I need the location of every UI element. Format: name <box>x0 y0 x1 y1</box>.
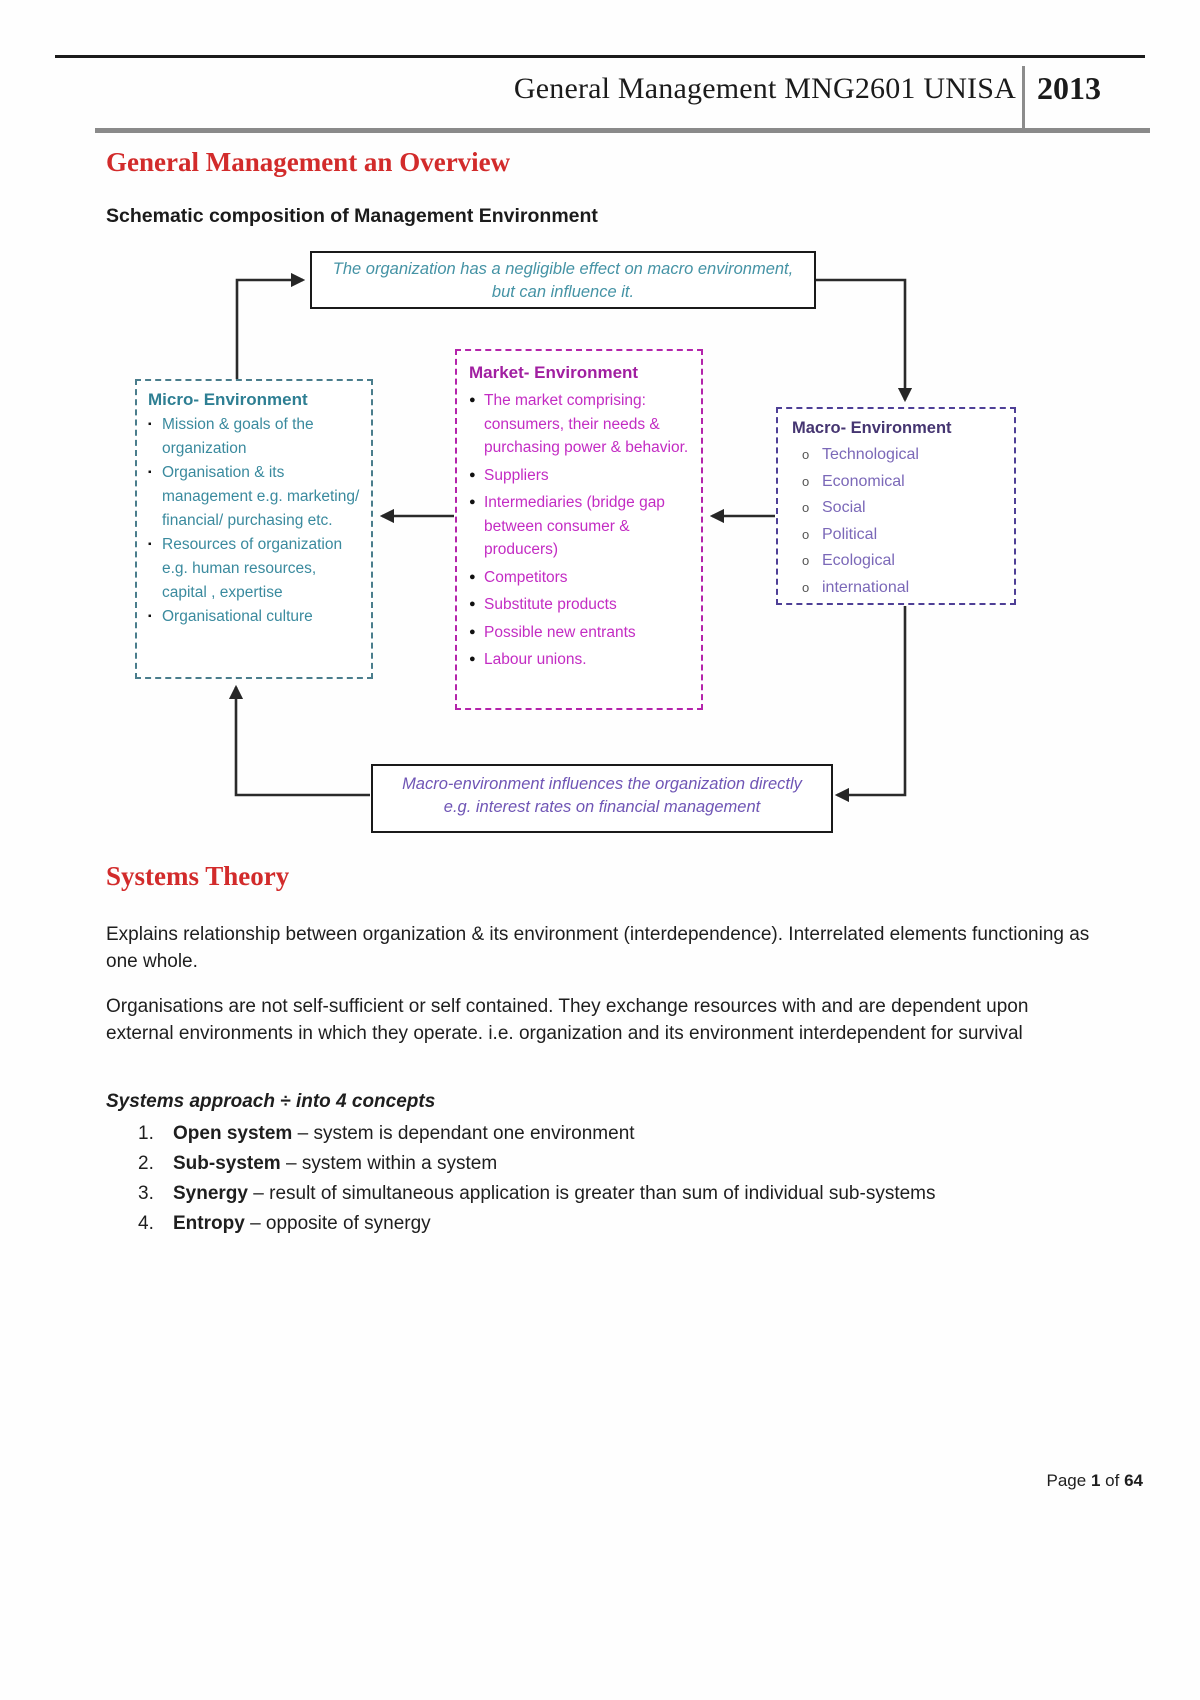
list-item: ●The market comprising: consumers, their… <box>469 389 695 460</box>
header-top-rule <box>55 55 1145 58</box>
list-item: ●Substitute products <box>469 593 695 617</box>
header-separator <box>1022 66 1025 128</box>
list-item: ●Possible new entrants <box>469 621 695 645</box>
bottom-annotation-box: Macro-environment influences the organiz… <box>371 764 833 833</box>
document-title: General Management MNG2601 UNISA <box>513 72 1016 105</box>
round-bullet-icon: ● <box>469 653 476 665</box>
round-bullet-icon: ● <box>469 598 476 610</box>
list-item: ●Labour unions. <box>469 648 695 672</box>
market-environment-title: Market- Environment <box>469 363 639 382</box>
list-item: 2.Sub-system – system within a system <box>138 1153 498 1174</box>
header-year: 2013 <box>1037 70 1101 106</box>
square-bullet-icon: ▪ <box>148 419 152 430</box>
list-item: ●Suppliers <box>469 464 695 488</box>
circle-bullet-icon: o <box>802 500 810 515</box>
systems-approach-subheading: Systems approach ÷ into 4 concepts <box>106 1091 436 1112</box>
bottom-annotation-line2: e.g. interest rates on financial managem… <box>443 798 761 816</box>
circle-bullet-icon: o <box>802 553 810 568</box>
round-bullet-icon: ● <box>469 468 476 481</box>
page-number: Page 1 of 64 <box>1046 1471 1143 1490</box>
top-annotation-line2: but can influence it. <box>491 283 635 301</box>
header-bottom-rule <box>95 128 1150 133</box>
round-bullet-icon: ● <box>469 496 476 508</box>
bottom-annotation-line1: Macro-environment influences the organiz… <box>402 775 802 793</box>
round-bullet-icon: ● <box>469 394 476 406</box>
systems-theory-paragraph-1: Explains relationship between organizati… <box>106 924 1090 972</box>
list-item: ▪Mission & goals of the organization <box>148 413 363 461</box>
circle-bullet-icon: o <box>802 526 810 542</box>
top-annotation-line1: The organization has a negligible effect… <box>332 260 794 278</box>
micro-environment-box: Micro- Environment ▪Mission & goals of t… <box>135 379 373 679</box>
list-item: 1.Open system – system is dependant one … <box>138 1123 635 1144</box>
market-environment-box: Market- Environment ●The market comprisi… <box>455 349 703 710</box>
macro-environment-title: Macro- Environment <box>792 419 952 437</box>
list-item: 3.Synergy – result of simultaneous appli… <box>138 1183 936 1204</box>
round-bullet-icon: ● <box>469 570 476 583</box>
list-item: ▪Organisation & its management e.g. mark… <box>148 461 363 533</box>
list-item: 4.Entropy – opposite of synergy <box>138 1213 431 1234</box>
square-bullet-icon: ▪ <box>148 611 152 622</box>
list-item: ●Intermediaries (bridge gap between cons… <box>469 491 695 562</box>
circle-bullet-icon: o <box>802 579 810 595</box>
systems-concepts-list: 1.Open system – system is dependant one … <box>138 1119 1138 1239</box>
list-item: ▪Organisational culture <box>148 605 363 629</box>
square-bullet-icon: ▪ <box>148 539 152 550</box>
circle-bullet-icon: o <box>802 447 810 462</box>
section-heading-systems-theory: Systems Theory <box>106 861 290 891</box>
micro-environment-title: Micro- Environment <box>148 390 308 409</box>
list-item: ●Competitors <box>469 566 695 590</box>
systems-theory-paragraph-2: Organisations are not self-sufficient or… <box>106 996 1029 1044</box>
list-item: ▪Resources of organization e.g. human re… <box>148 533 363 605</box>
square-bullet-icon: ▪ <box>148 467 152 478</box>
diagram-caption: Schematic composition of Management Envi… <box>106 205 598 227</box>
circle-bullet-icon: o <box>802 473 810 489</box>
top-annotation-box: The organization has a negligible effect… <box>310 251 816 309</box>
section-heading-overview: General Management an Overview <box>106 147 511 177</box>
round-bullet-icon: ● <box>469 625 476 638</box>
